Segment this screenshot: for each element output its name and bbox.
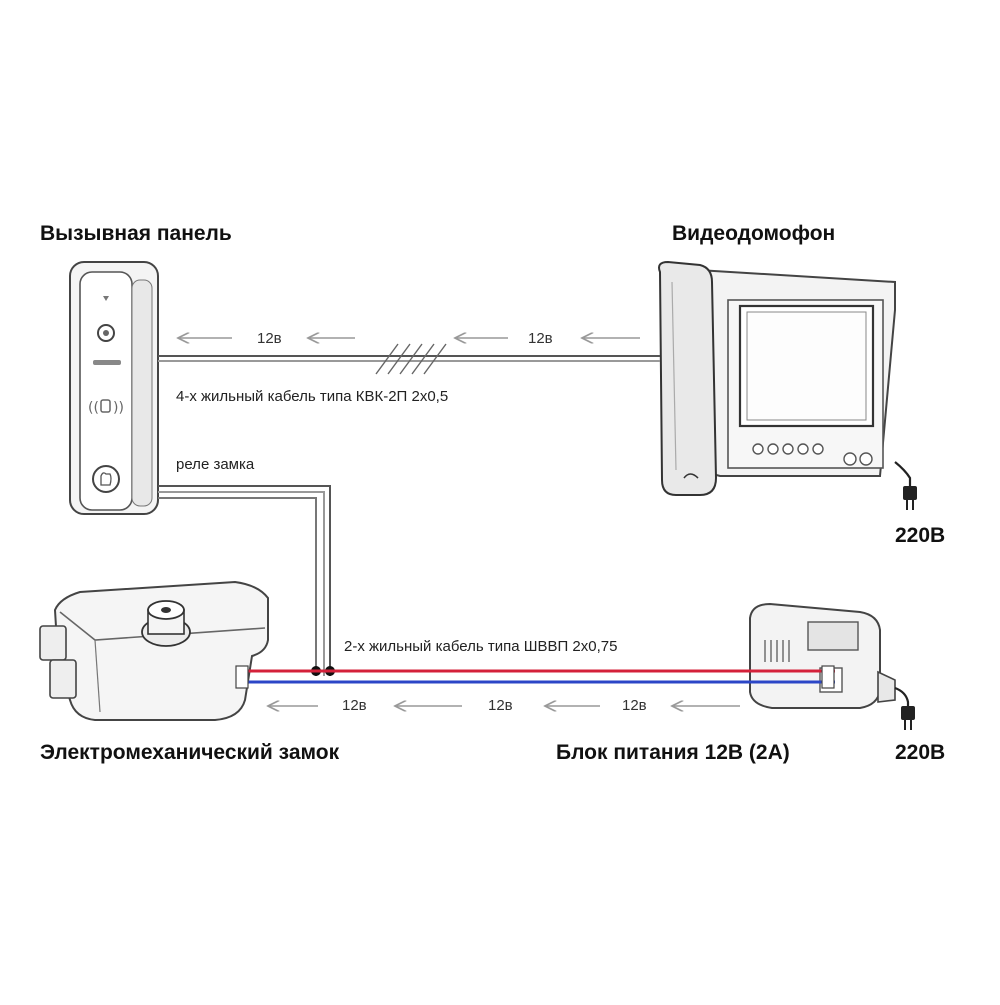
lock-relay-wires <box>158 485 335 676</box>
monitor-plug-icon <box>903 486 917 500</box>
signal-cable-label: 4-х жильный кабель типа КВК-2П 2х0,5 <box>176 388 449 405</box>
monitor-mains-label: 220В <box>895 524 946 547</box>
lock-label: Электромеханический замок <box>40 741 340 764</box>
svg-text:((: (( <box>88 400 99 416</box>
power-cable-label: 2-х жильный кабель типа ШВВП 2х0,75 <box>344 638 618 655</box>
current-label-top-left: 12в <box>257 330 282 347</box>
call-panel-device: (( )) <box>69 261 159 515</box>
current-label-top-right: 12в <box>528 330 553 347</box>
psu-plug-icon <box>901 706 915 720</box>
power-wires <box>235 665 835 689</box>
psu-vent <box>764 640 790 662</box>
current-arrows <box>178 338 740 706</box>
signal-cable <box>158 343 660 375</box>
call-panel-label: Вызывная панель <box>40 222 232 245</box>
lock-relay-label: реле замка <box>176 456 255 473</box>
electromechanical-lock-device <box>39 580 269 721</box>
psu-mains-label: 220В <box>895 741 946 764</box>
monitor-label: Видеодомофон <box>672 222 836 245</box>
monitor-buttons <box>752 443 873 466</box>
current-label-bottom-mid: 12в <box>488 697 513 714</box>
power-supply-label: Блок питания 12В (2А) <box>556 741 790 764</box>
current-label-bottom-left: 12в <box>342 697 367 714</box>
cable-break-marks <box>375 343 447 375</box>
video-monitor-device <box>658 260 917 510</box>
svg-text:)): )) <box>113 400 124 416</box>
current-label-bottom-right: 12в <box>622 697 647 714</box>
